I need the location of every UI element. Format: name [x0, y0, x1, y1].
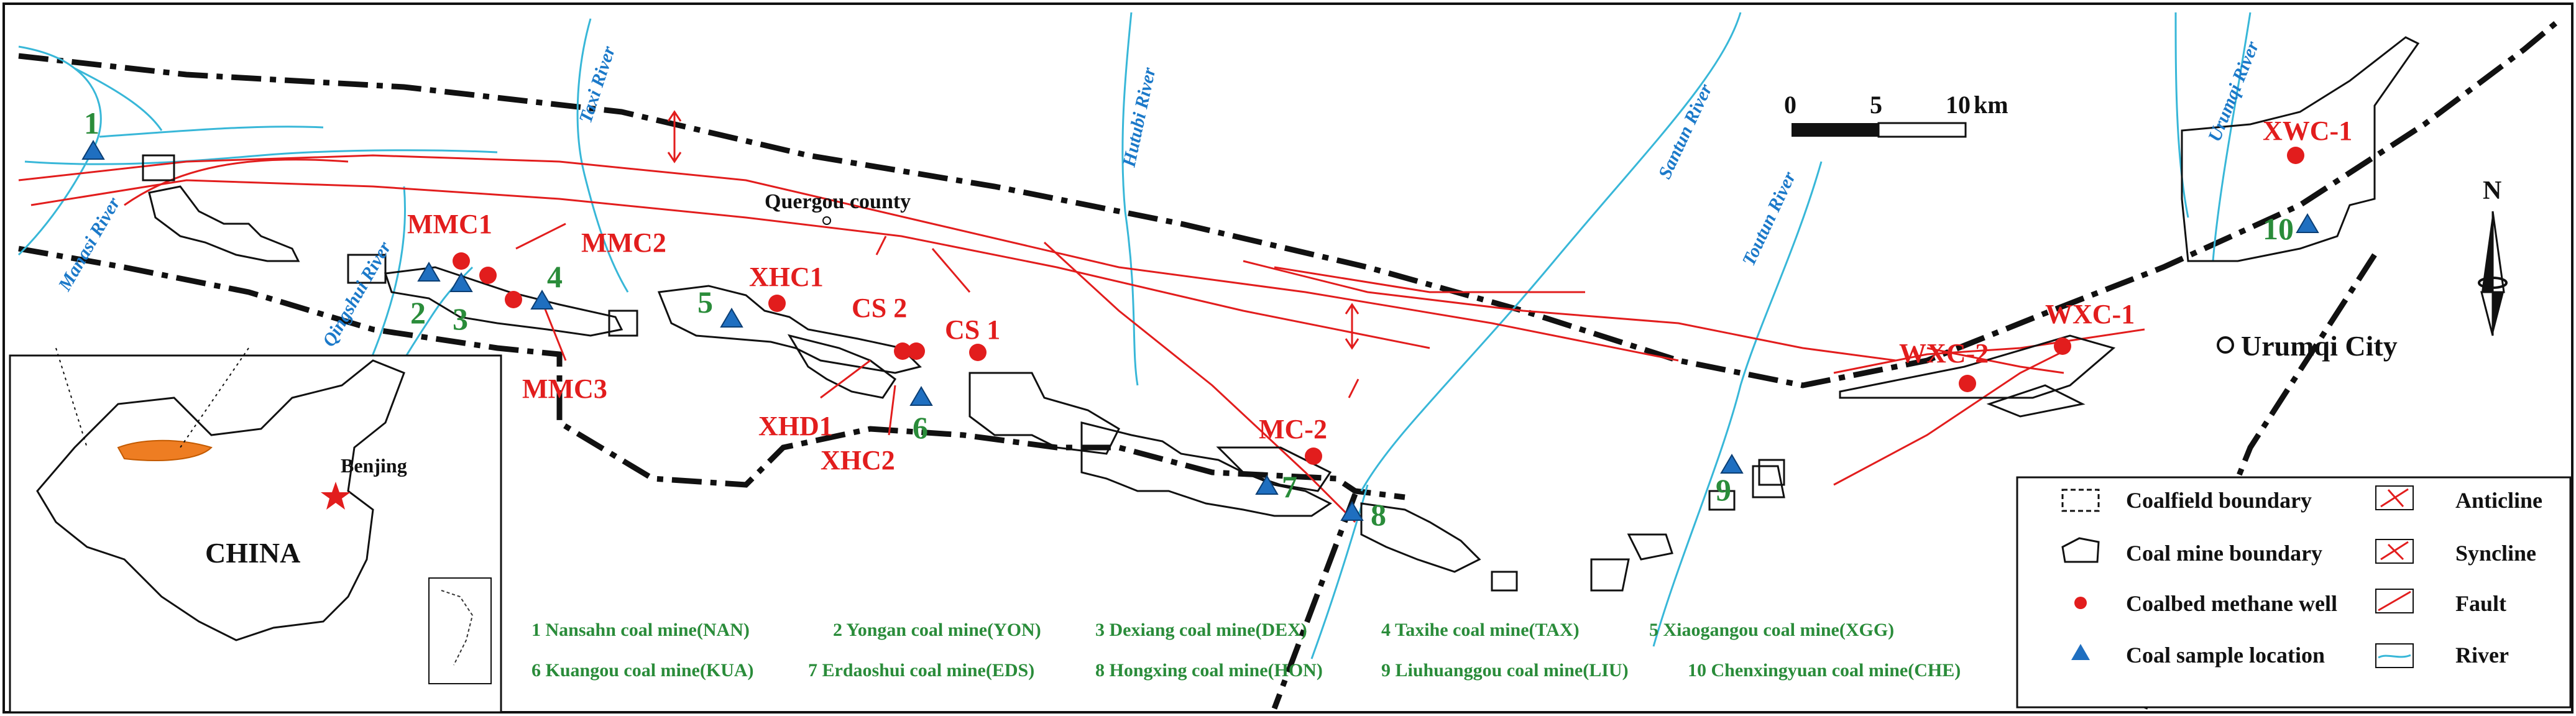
xinjiang-highlight: [117, 439, 213, 461]
mine-list-item: 4 Taxihe coal mine(TAX): [1381, 620, 1580, 640]
legend-coalfield-icon: [2061, 489, 2100, 512]
well-marker: [1305, 448, 1322, 465]
sample-label: 9: [1716, 472, 1731, 507]
mine-list-item: 1 Nansahn coal mine(NAN): [531, 620, 750, 640]
inset-capital: Benjing: [341, 454, 407, 477]
sample-label: 3: [453, 301, 468, 336]
well-label: MMC3: [522, 374, 607, 404]
mine-list-item: 8 Hongxing coal mine(HON): [1095, 660, 1323, 681]
north-label: N: [2483, 177, 2501, 205]
sample-marker: [1255, 475, 1279, 495]
sample-label: 1: [84, 106, 99, 140]
sample-label: 10: [2263, 211, 2294, 246]
well-marker: [969, 344, 987, 361]
sample-label: 4: [547, 259, 563, 294]
legend-label: Coalbed methane well: [2126, 591, 2337, 616]
well-marker: [2054, 337, 2071, 355]
well-label: CS 2: [852, 293, 907, 323]
legend-label: Syncline: [2455, 541, 2536, 566]
sample-label: 7: [1282, 469, 1297, 504]
legend-label: River: [2455, 643, 2509, 668]
legend-mine-icon: [2061, 537, 2100, 563]
legend-syncline-icon: [2375, 539, 2414, 564]
sample-marker: [81, 140, 105, 160]
county-label: Quergou county: [765, 190, 911, 213]
legend-well-icon: [2074, 597, 2087, 609]
mine-list-item: 3 Dexiang coal mine(DEX): [1095, 620, 1307, 640]
sample-marker: [720, 308, 743, 328]
sample-marker: [1340, 501, 1364, 521]
mine-list-item: 6 Kuangou coal mine(KUA): [531, 660, 754, 681]
well-marker: [908, 342, 925, 360]
sample-marker: [449, 272, 473, 292]
capital-star-icon: [321, 482, 351, 510]
well-label: XHC1: [749, 262, 824, 292]
legend-fault-icon: [2375, 589, 2414, 613]
legend-sample-icon: [2071, 644, 2090, 660]
sample-marker: [417, 262, 441, 282]
well-label: MMC2: [581, 227, 666, 258]
sample-marker: [2296, 213, 2319, 233]
legend-label: Coal sample location: [2126, 643, 2325, 668]
well-label: XWC-1: [2263, 116, 2352, 146]
mine-list-item: 7 Erdaoshui coal mine(EDS): [808, 660, 1034, 681]
mine-list-item: 2 Yongan coal mine(YON): [833, 620, 1041, 640]
well-label: CS 1: [945, 314, 1000, 345]
sample-markers: [81, 140, 2319, 521]
well-markers: [453, 147, 2304, 465]
well-label: WXC-2: [1899, 338, 1989, 369]
legend-label: Coal mine boundary: [2126, 541, 2322, 566]
mine-list-item: 5 Xiaogangou coal mine(XGG): [1649, 620, 1894, 640]
scale-tick-10: 10: [1946, 91, 1971, 119]
well-marker: [1959, 375, 1976, 392]
county-marker-icon: [822, 216, 831, 225]
legend-label: Coalfield boundary: [2126, 488, 2312, 513]
sample-marker: [1720, 454, 1744, 474]
coal-mine-boundaries: [142, 36, 2420, 592]
mine-list-item: 9 Liuhuanggou coal mine(LIU): [1381, 660, 1629, 681]
legend: [2016, 476, 2572, 709]
sample-label: 5: [697, 285, 713, 319]
well-label: XHD1: [758, 411, 833, 441]
legend-label: Fault: [2455, 591, 2506, 616]
scale-tick-0: 0: [1784, 91, 1796, 119]
scale-tick-5: 5: [1870, 91, 1882, 119]
scale-unit: km: [1974, 91, 2008, 119]
well-marker: [894, 342, 911, 360]
mine-list-item: 10 Chenxingyuan coal mine(CHE): [1688, 660, 1961, 681]
china-inset: [9, 347, 502, 714]
scale-bar: [1792, 122, 1967, 138]
sample-marker: [909, 386, 933, 406]
china-outline: [36, 359, 405, 641]
legend-anticline-icon: [2375, 485, 2414, 510]
faults: [18, 154, 2145, 523]
well-label: WXC-1: [2045, 299, 2135, 329]
sample-label: 6: [913, 410, 928, 445]
well-marker: [479, 267, 497, 284]
legend-river-icon: [2375, 643, 2414, 668]
well-marker: [2287, 147, 2304, 164]
sample-marker: [530, 290, 554, 310]
well-label: MC-2: [1259, 414, 1327, 444]
well-marker: [768, 295, 786, 312]
city-marker-icon: [2217, 336, 2234, 354]
well-marker: [453, 252, 470, 270]
inset-country: CHINA: [205, 537, 300, 569]
sample-label: 8: [1371, 497, 1386, 532]
well-label: XHC2: [821, 445, 895, 475]
city-label: Urumqi City: [2241, 330, 2398, 362]
legend-label: Anticline: [2455, 488, 2542, 513]
well-label: MMC1: [407, 209, 492, 239]
sample-label: 2: [410, 295, 426, 330]
well-marker: [505, 291, 522, 308]
north-arrow-icon: [2478, 211, 2508, 336]
